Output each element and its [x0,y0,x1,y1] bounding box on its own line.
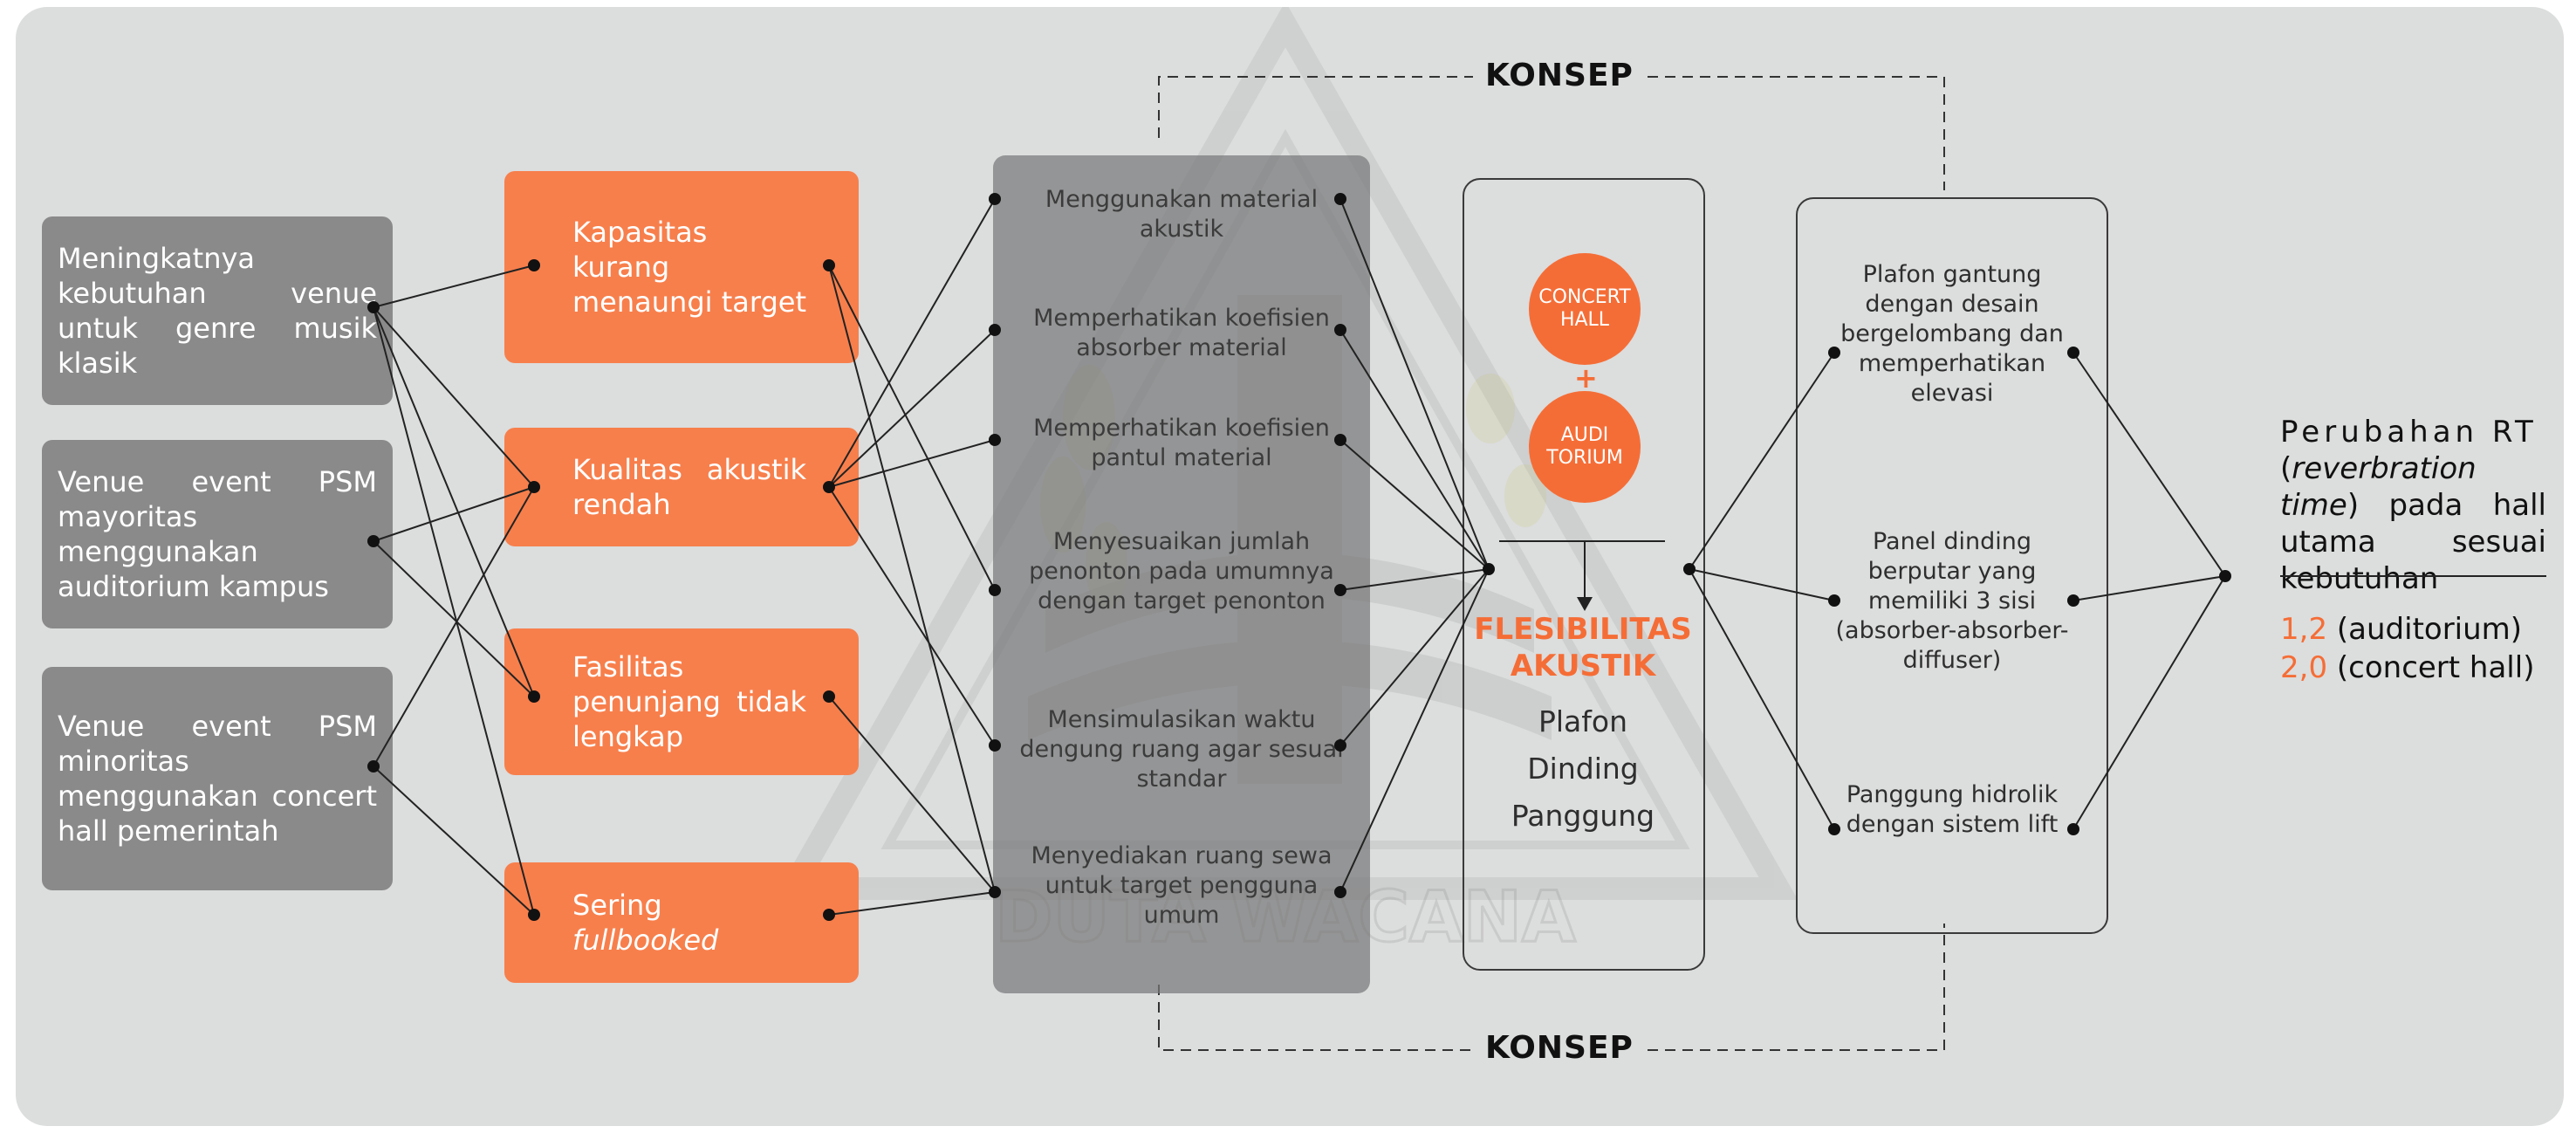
solution-item-1: Plafon gantung dengan desain bergelomban… [1840,261,2064,407]
result-number-1: 1,2 [2280,612,2328,647]
issue-box-3: Fasilitas penunjang tidak lengkap [504,628,859,775]
connector-lines [367,193,2231,921]
problem-box-1: Meningkatnya kebutuhan venue untuk genre… [42,216,393,405]
auditorium-circle: AUDI TORIUM [1529,391,1641,503]
problem-text-1: Meningkatnya kebutuhan venue untuk genre… [58,242,377,380]
issue-text-4: Sering fullbooked [572,888,806,958]
issue-box-4: Sering fullbooked [504,862,859,983]
problem-box-3: Venue event PSM minoritas menggunakan co… [42,667,393,890]
issue-text-4-main: Sering [572,889,662,922]
result-title-suffix: pada hall utama sesuai kebutuhan [2280,488,2547,596]
solution-item-2: Panel dinding berputar yang memiliki 3 s… [1835,528,2069,674]
strategy-item-5: Mensimulasikan waktu dengung ruang agar … [1019,706,1344,793]
strategy-panel [993,155,1370,993]
issue-text-1: Kapasitas kurang menaungi target [572,216,806,319]
problem-box-2: Venue event PSM mayoritas menggunakan au… [42,440,393,628]
issue-text-2: Kualitas akustik rendah [572,453,806,521]
result-divider [2280,575,2546,577]
result-title: Perubahan RT (reverbration time) pada ha… [2280,415,2547,596]
problem-text-2: Venue event PSM mayoritas menggunakan au… [58,465,377,603]
result-title-prefix: Perubahan RT [2280,415,2538,450]
strategy-item-2: Memperhatikan koefisien absorber materia… [1033,305,1330,361]
issue-box-1: Kapasitas kurang menaungi target [504,171,859,363]
result-title-italic: reverbration time [2280,451,2477,523]
plus-sign: + [1574,361,1598,395]
konsep-label-bottom: KONSEP [1473,1030,1646,1066]
concept-frame [1158,76,1945,1051]
diagram-canvas: DUTA WACANA KONSEP KONSEP Meningkatnya k… [16,7,2564,1126]
strategy-item-1: Menggunakan material akustik [1045,186,1319,243]
solution-item-3: Panggung hidrolik dengan sistem lift [1846,781,2059,838]
flexibility-title: FLESIBILITAS AKUSTIK [1474,612,1692,683]
strategy-item-6: Menyediakan ruang sewa untuk target peng… [1031,842,1333,929]
concept-element-panggung: Panggung [1511,799,1655,833]
concept-element-dinding: Dinding [1527,752,1639,786]
result-label-1: (auditorium) [2336,612,2523,647]
issue-text-4-italic: fullbooked [572,924,719,957]
concept-arrow [1499,540,1665,611]
result-value-1: 1,2 (auditorium) [2280,611,2546,648]
issue-text-3: Fasilitas penunjang tidak lengkap [572,650,806,753]
concept-element-plafon: Plafon [1538,704,1627,738]
problem-text-3: Venue event PSM minoritas menggunakan co… [58,710,377,848]
issue-box-2: Kualitas akustik rendah [504,428,859,546]
result-label-2: (concert hall) [2336,650,2535,685]
strategy-item-4: Menyesuaikan jumlah penonton pada umumny… [1029,528,1334,615]
solutions-box [1796,197,2108,934]
result-value-2: 2,0 (concert hall) [2280,649,2546,686]
result-number-2: 2,0 [2280,650,2328,685]
strategy-item-3: Memperhatikan koefisien pantul material [1033,415,1330,471]
concert-hall-circle: CONCERT HALL [1529,253,1641,365]
konsep-label-top: KONSEP [1473,58,1646,93]
concept-box [1463,178,1705,971]
